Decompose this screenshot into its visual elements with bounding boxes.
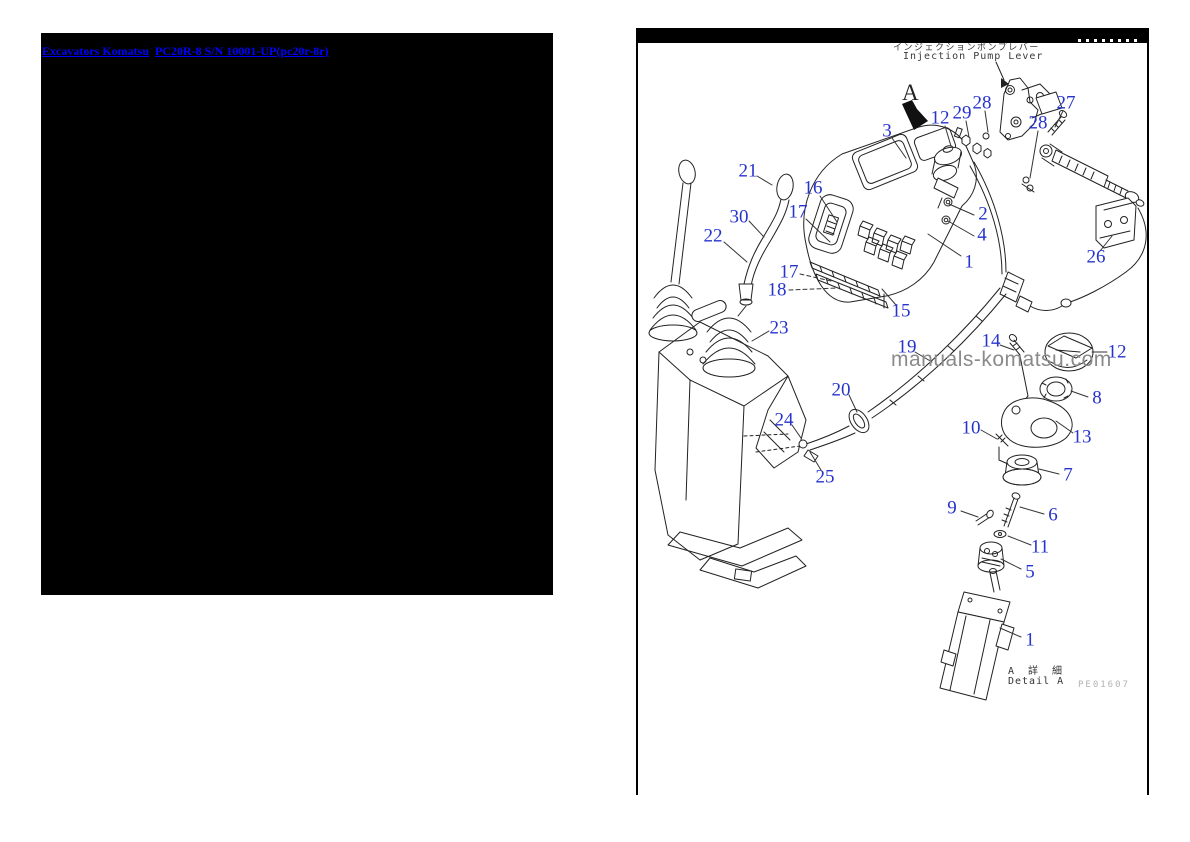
diagram-right-border (1147, 43, 1149, 795)
detail-label-japanese: A 詳 細 (1008, 666, 1067, 677)
drawing-code: PE01607 (1078, 680, 1130, 690)
masked-text-marks (1078, 39, 1138, 42)
annotation-japanese: インジェクションポンプレバー (893, 43, 1040, 53)
diagram-left-border (636, 43, 638, 795)
view-a-label: A (902, 80, 919, 105)
diagram-top-bar (636, 28, 1149, 43)
annotation-english: Injection Pump Lever (903, 51, 1044, 62)
breadcrumb-link-category[interactable]: Excavators Komatsu (42, 44, 149, 58)
detail-label-english: Detail A (1008, 676, 1065, 687)
breadcrumb: Excavators Komatsu PC20R-8 S/N 10001-UP(p… (42, 44, 335, 59)
breadcrumb-link-model[interactable]: PC20R-8 S/N 10001-UP(pc20r-8r) (155, 44, 329, 58)
left-black-panel (41, 33, 553, 595)
watermark: manuals-komatsu.com (891, 348, 1112, 371)
